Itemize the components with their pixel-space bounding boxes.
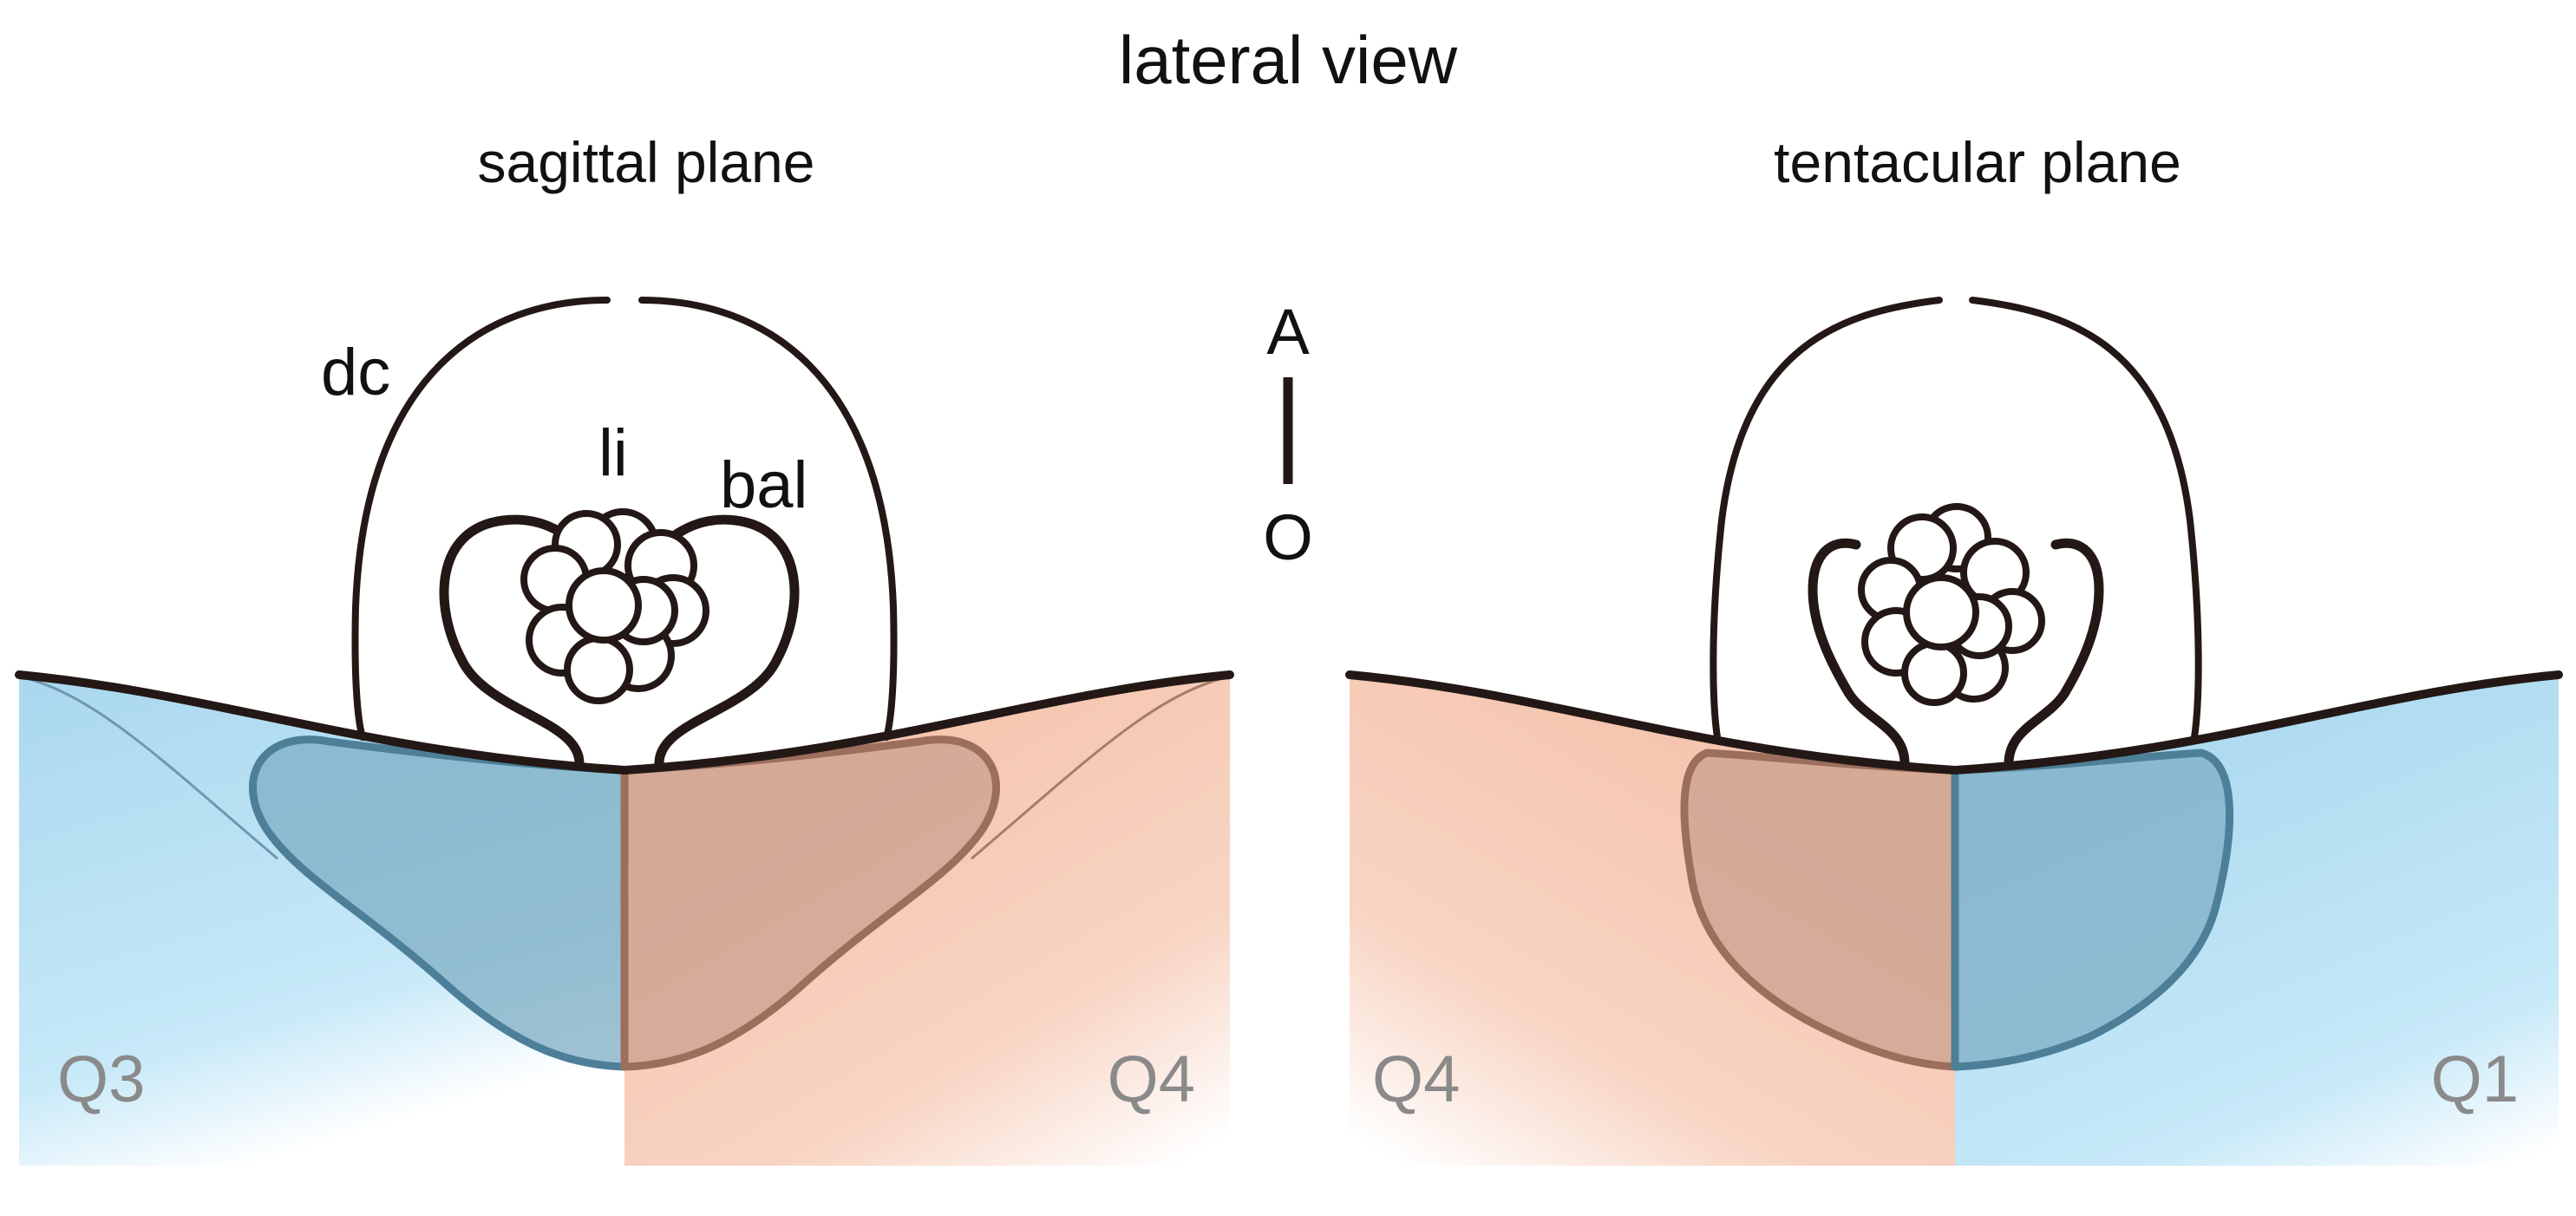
left-balancer-left xyxy=(439,514,604,768)
lithocyte-label: li xyxy=(598,416,628,490)
right-quadrant-q1-label: Q1 xyxy=(2431,1043,2519,1116)
right-statolith-cluster xyxy=(1858,503,2045,706)
left-quadrant-q3-label: Q3 xyxy=(57,1043,145,1116)
aboral-oral-axis: A O xyxy=(1263,296,1313,573)
axis-aboral-label: A xyxy=(1266,296,1310,368)
right-body-surface xyxy=(1345,670,2563,775)
right-overlay-blue xyxy=(1951,749,2233,1071)
left-canal-line-q4 xyxy=(971,675,1230,860)
left-overlay-blue xyxy=(249,735,629,1071)
right-quadrant-q4-label: Q4 xyxy=(1372,1043,1460,1116)
left-dome-cilia-outline-right xyxy=(638,297,898,741)
left-statolith-cluster xyxy=(520,508,709,704)
right-overlay-salmon xyxy=(1680,749,1959,1071)
left-quadrant-q4-label: Q4 xyxy=(1108,1043,1195,1116)
left-balancer-right xyxy=(637,514,800,768)
axis-oral-label: O xyxy=(1263,501,1313,573)
left-body-surface xyxy=(15,670,1234,775)
right-balancer-right xyxy=(2004,538,2104,768)
left-panel: dc li bal Q3 Q4 xyxy=(15,297,1234,1166)
right-dome-outline-right xyxy=(1969,297,2202,741)
right-panel-subtitle: tentacular plane xyxy=(1774,130,2181,194)
left-canal-line-q3 xyxy=(19,675,278,860)
balancer-label: bal xyxy=(720,448,807,522)
diagram-title: lateral view xyxy=(1119,22,1458,98)
right-balancer-left xyxy=(1808,538,1910,768)
right-dome-outline-left xyxy=(1710,297,1943,741)
left-panel-subtitle: sagittal plane xyxy=(478,130,815,194)
left-overlay-salmon xyxy=(620,735,1000,1071)
dome-cilia-label: dc xyxy=(321,336,390,409)
left-dome-cilia-outline xyxy=(351,297,611,741)
right-panel: Q4 Q1 xyxy=(1345,297,2563,1166)
